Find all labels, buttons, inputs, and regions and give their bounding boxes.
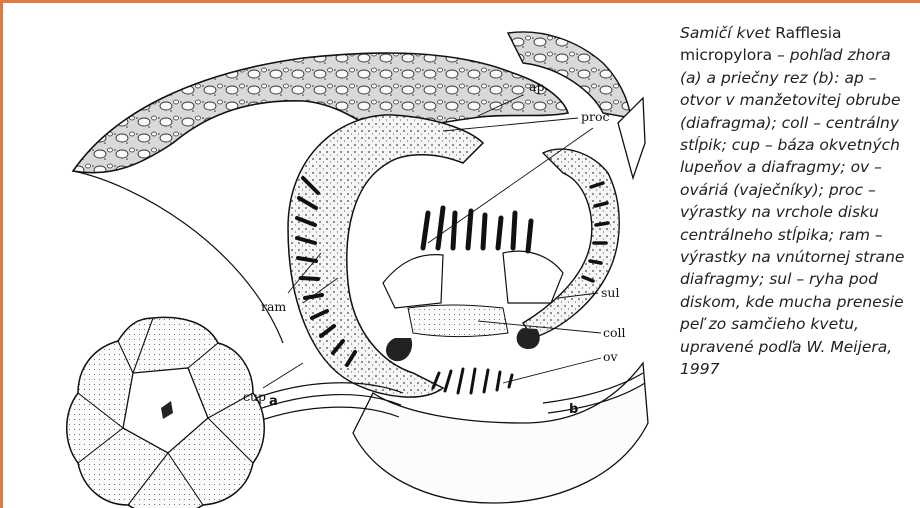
rafflesia-drawing: ap proc sul coll ov ram cup a b [3,3,663,508]
label-sul: sul [601,285,619,300]
caption-part-1: Samičí kvet [680,24,770,42]
figure-caption: Samičí kvet Rafflesia micropylora – pohľ… [680,22,905,381]
label-a: a [269,394,278,409]
label-ram: ram [261,299,286,314]
central-column [383,208,563,393]
caption-part-3: – pohľad zhora (a) a priečny rez (b): ap… [680,46,904,378]
diaphragm-section [288,98,648,503]
flower-top-view [67,317,265,508]
label-coll: coll [603,325,626,340]
label-proc: proc [581,109,610,124]
label-ov: ov [603,349,619,364]
label-cup: cup [243,389,266,404]
rafflesia-illustration: ap proc sul coll ov ram cup a b [3,3,663,508]
label-b: b [569,402,578,417]
label-ap: ap [529,79,544,94]
lobe-outline [73,171,283,343]
